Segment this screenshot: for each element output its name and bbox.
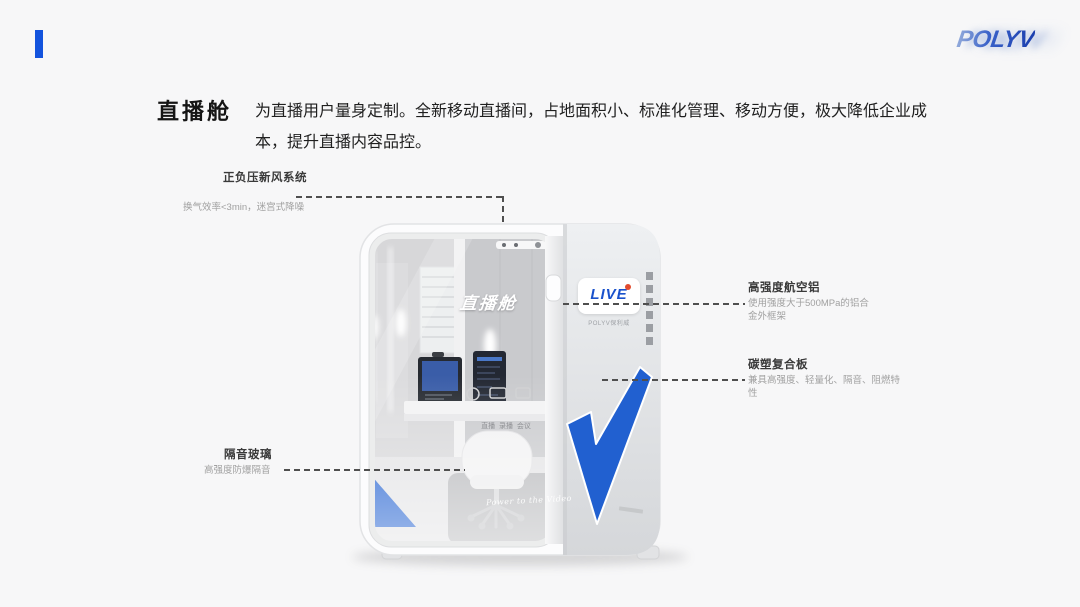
webcam xyxy=(432,352,444,357)
callout-carbon-title: 碳塑复合板 xyxy=(748,359,808,371)
callout-ventilation-line-vertical xyxy=(502,196,504,223)
callout-glass-desc: 高强度防爆隔音 xyxy=(204,465,271,476)
callout-glass-title: 隔音玻璃 xyxy=(224,449,272,461)
callout-glass-line xyxy=(284,469,465,471)
booth-glass-label: 直播舱 xyxy=(458,294,518,313)
callout-carbon-line xyxy=(602,379,745,381)
callout-aluminum-title: 高强度航空铝 xyxy=(748,282,820,294)
v-logo-mark xyxy=(566,366,653,525)
callout-ventilation-title: 正负压新风系统 xyxy=(223,172,307,184)
live-badge-text: LIVE xyxy=(590,286,628,303)
callout-aluminum-line xyxy=(563,303,745,305)
booth-modes-label: 直播 录播 会议 xyxy=(481,423,531,430)
callout-ventilation-line xyxy=(296,196,504,198)
live-badge-brand: POLYV保利威 xyxy=(588,321,630,327)
brand-logo-text: POLYV xyxy=(955,26,1036,53)
accent-bar xyxy=(35,30,43,58)
pendant-lamp xyxy=(396,309,406,337)
booth-graphic xyxy=(352,223,688,566)
panel-small-print xyxy=(618,506,644,514)
live-badge-dot xyxy=(625,284,631,290)
door-handle xyxy=(545,274,562,302)
live-badge: LIVE xyxy=(578,278,640,314)
brand-logo: POLYV POLYV POLYV xyxy=(955,26,1060,58)
page-title: 直播舱 xyxy=(157,99,233,124)
booth-interior xyxy=(372,236,555,544)
callout-carbon-desc: 兼具高强度、轻量化、隔音、阻燃特性 xyxy=(748,375,901,399)
callout-ventilation-desc: 换气效率<3min，迷宫式降噪 xyxy=(183,202,305,213)
door-column xyxy=(545,236,563,544)
booth-illustration: LIVE POLYV保利威 直播舱 直播 录播 会议 Power to the … xyxy=(340,205,690,583)
product-description: 为直播用户量身定制。全新移动直播间，占地面积小、标准化管理、移动方便，极大降低企… xyxy=(255,103,928,151)
vent-slots xyxy=(646,272,653,345)
callout-aluminum-desc: 使用强度大于500MPa的铝合金外框架 xyxy=(748,298,869,322)
